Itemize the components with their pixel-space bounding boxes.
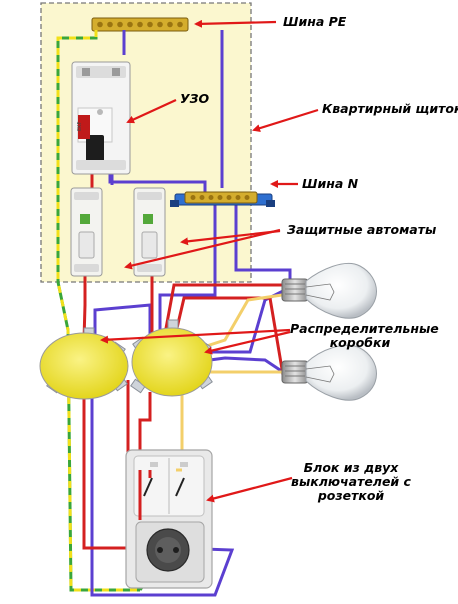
- switch-contacts: [143, 477, 185, 497]
- arrow-switch-block: [206, 476, 293, 503]
- label-n-bus: Шина N: [302, 176, 359, 191]
- arrow-breaker-2: [180, 229, 281, 246]
- arrow-box-2: [204, 330, 291, 355]
- arrow-rcd: [126, 99, 177, 124]
- n-busbar: [170, 191, 275, 207]
- label-panel: Квартирный щиток: [322, 101, 458, 116]
- light-bulb-2: [281, 344, 377, 401]
- junction-box-2: [130, 319, 213, 397]
- label-rcd: УЗО: [180, 91, 210, 106]
- label-switch-block: Блок из двух выключателей с розеткой: [286, 461, 416, 503]
- pe-busbar: [91, 17, 189, 32]
- circuit-breaker-1: [70, 187, 103, 277]
- callout-arrows: [100, 19, 319, 503]
- rcd-device: EKF: [71, 61, 131, 175]
- switch-socket-block: [125, 449, 213, 589]
- label-switch-block-line3: розеткой: [317, 488, 385, 503]
- label-pe-bus: Шина РЕ: [283, 14, 347, 29]
- rcd-brand: EKF: [77, 122, 83, 131]
- light-bulb-1: [281, 262, 377, 319]
- label-breakers: Защитные автоматы: [287, 222, 437, 237]
- arrow-breaker-1: [124, 228, 281, 270]
- label-junction-boxes-line1: Распределительные: [290, 321, 439, 336]
- label-switch-block-line1: Блок из двух: [303, 460, 399, 475]
- arrow-box-1: [100, 328, 291, 344]
- label-junction-boxes-line2: коробки: [329, 335, 391, 350]
- junction-box-1: [39, 327, 129, 400]
- circuit-breaker-2: [133, 187, 166, 277]
- arrow-pe-bus: [194, 19, 277, 28]
- arrow-panel: [252, 108, 319, 133]
- switch-feed-wires: [138, 468, 182, 520]
- label-junction-boxes: Распределительные коробки: [290, 321, 439, 350]
- label-switch-block-line2: выключателей с: [291, 474, 411, 489]
